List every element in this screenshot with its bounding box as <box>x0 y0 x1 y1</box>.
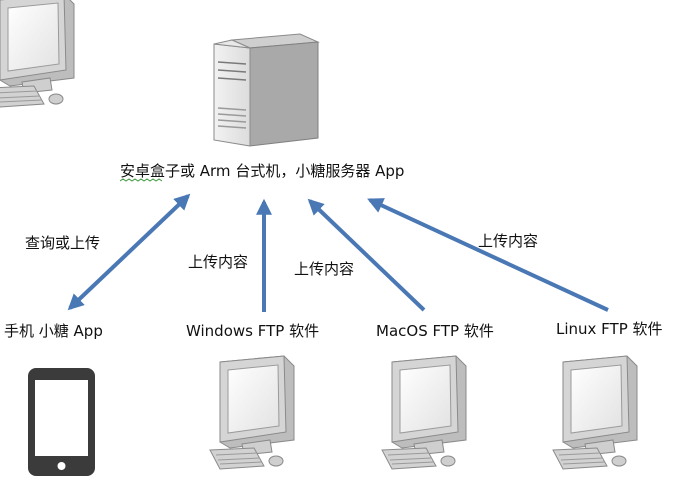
server-tower-icon <box>213 33 320 147</box>
arrow-label-phone: 查询或上传 <box>25 234 101 252</box>
arrow-label-windows: 上传内容 <box>188 253 249 271</box>
client-label-windows: Windows FTP 软件 <box>186 322 320 340</box>
client-label-phone: 手机 小糖 App <box>4 322 103 340</box>
arrow-linux-upload <box>367 198 609 312</box>
smartphone-icon <box>28 368 95 476</box>
connection-arrows <box>67 193 609 312</box>
server-caption: 安卓盒子或 Arm 台式机，小糖服务器 App <box>120 162 405 180</box>
arrow-label-macos: 上传内容 <box>294 260 355 278</box>
arrow-macos-upload <box>307 198 426 312</box>
desktop-computer-icon <box>0 0 75 108</box>
arrow-label-linux: 上传内容 <box>478 232 539 250</box>
arrow-phone-bidirectional <box>67 193 191 311</box>
client-label-macos: MacOS FTP 软件 <box>376 322 494 340</box>
spellcheck-underline <box>120 178 162 182</box>
client-label-linux: Linux FTP 软件 <box>556 320 663 338</box>
